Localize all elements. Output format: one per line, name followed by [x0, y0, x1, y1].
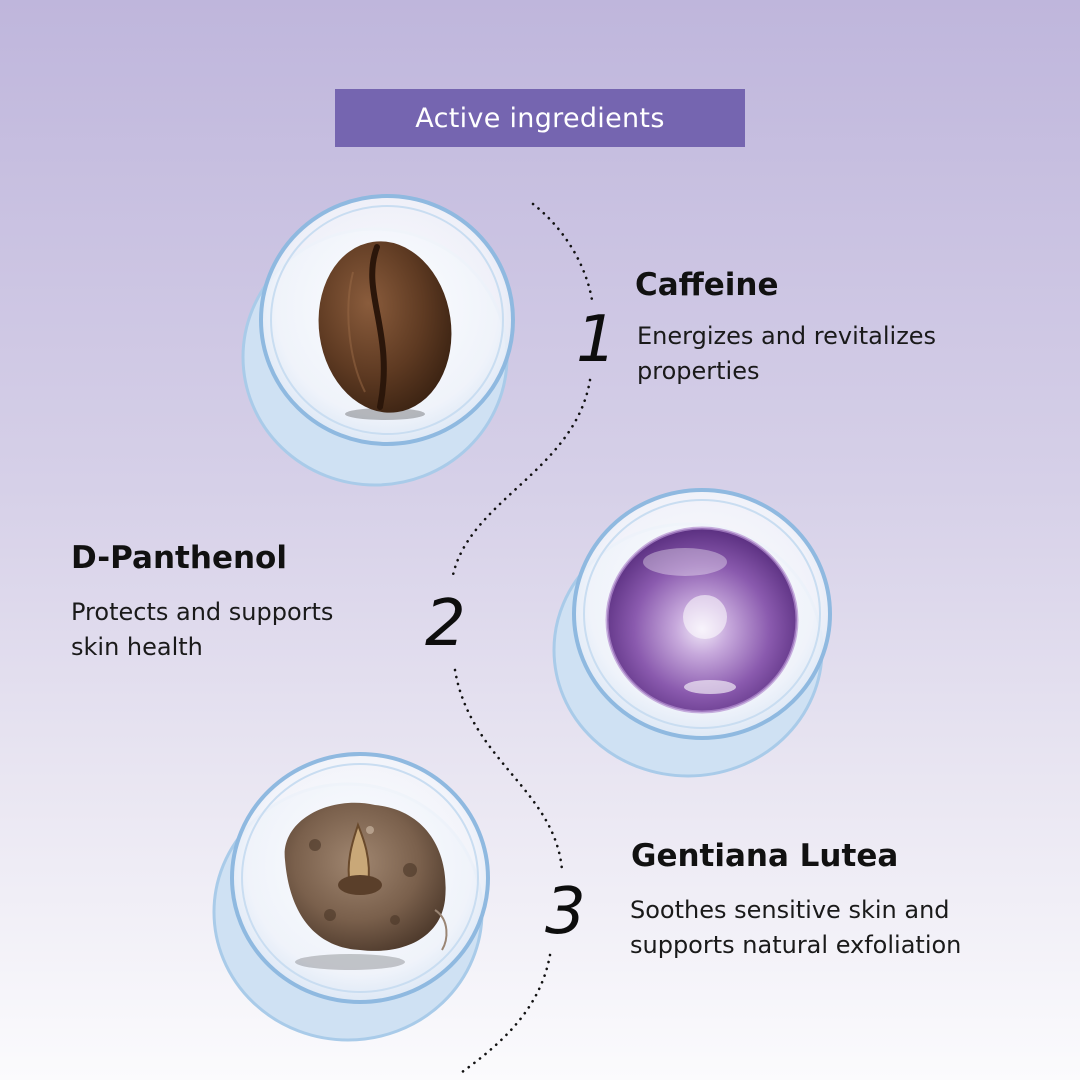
description-line: supports natural exfoliation [630, 931, 962, 959]
ingredient-title-d-panthenol: D-Panthenol [71, 540, 287, 576]
description-line: Energizes and revitalizes [637, 322, 937, 350]
d-panthenol-dish [552, 488, 832, 778]
ingredient-description-d-panthenol: Protects and supports skin health [71, 595, 333, 665]
description-line: Protects and supports [71, 598, 334, 626]
ingredient-number-3: 3 [545, 875, 586, 949]
gentiana-lutea-dish [212, 752, 490, 1042]
description-line: Soothes sensitive skin and [630, 896, 950, 924]
description-line: skin health [71, 633, 203, 661]
serum-droplet-icon [605, 526, 799, 714]
gentian-root-icon [284, 802, 448, 951]
ingredient-number-1: 1 [576, 303, 617, 377]
caffeine-dish [241, 194, 515, 487]
ingredient-number-2: 2 [425, 587, 466, 661]
ingredient-description-gentiana-lutea: Soothes sensitive skin and supports natu… [630, 893, 961, 963]
ingredient-title-gentiana-lutea: Gentiana Lutea [631, 838, 899, 874]
description-line: properties [637, 357, 760, 385]
ingredient-description-caffeine: Energizes and revitalizes properties [637, 319, 936, 389]
header-title: Active ingredients [415, 102, 665, 134]
coffee-bean-icon [318, 241, 452, 413]
ingredient-title-caffeine: Caffeine [635, 267, 779, 303]
header-badge: Active ingredients [335, 89, 745, 147]
